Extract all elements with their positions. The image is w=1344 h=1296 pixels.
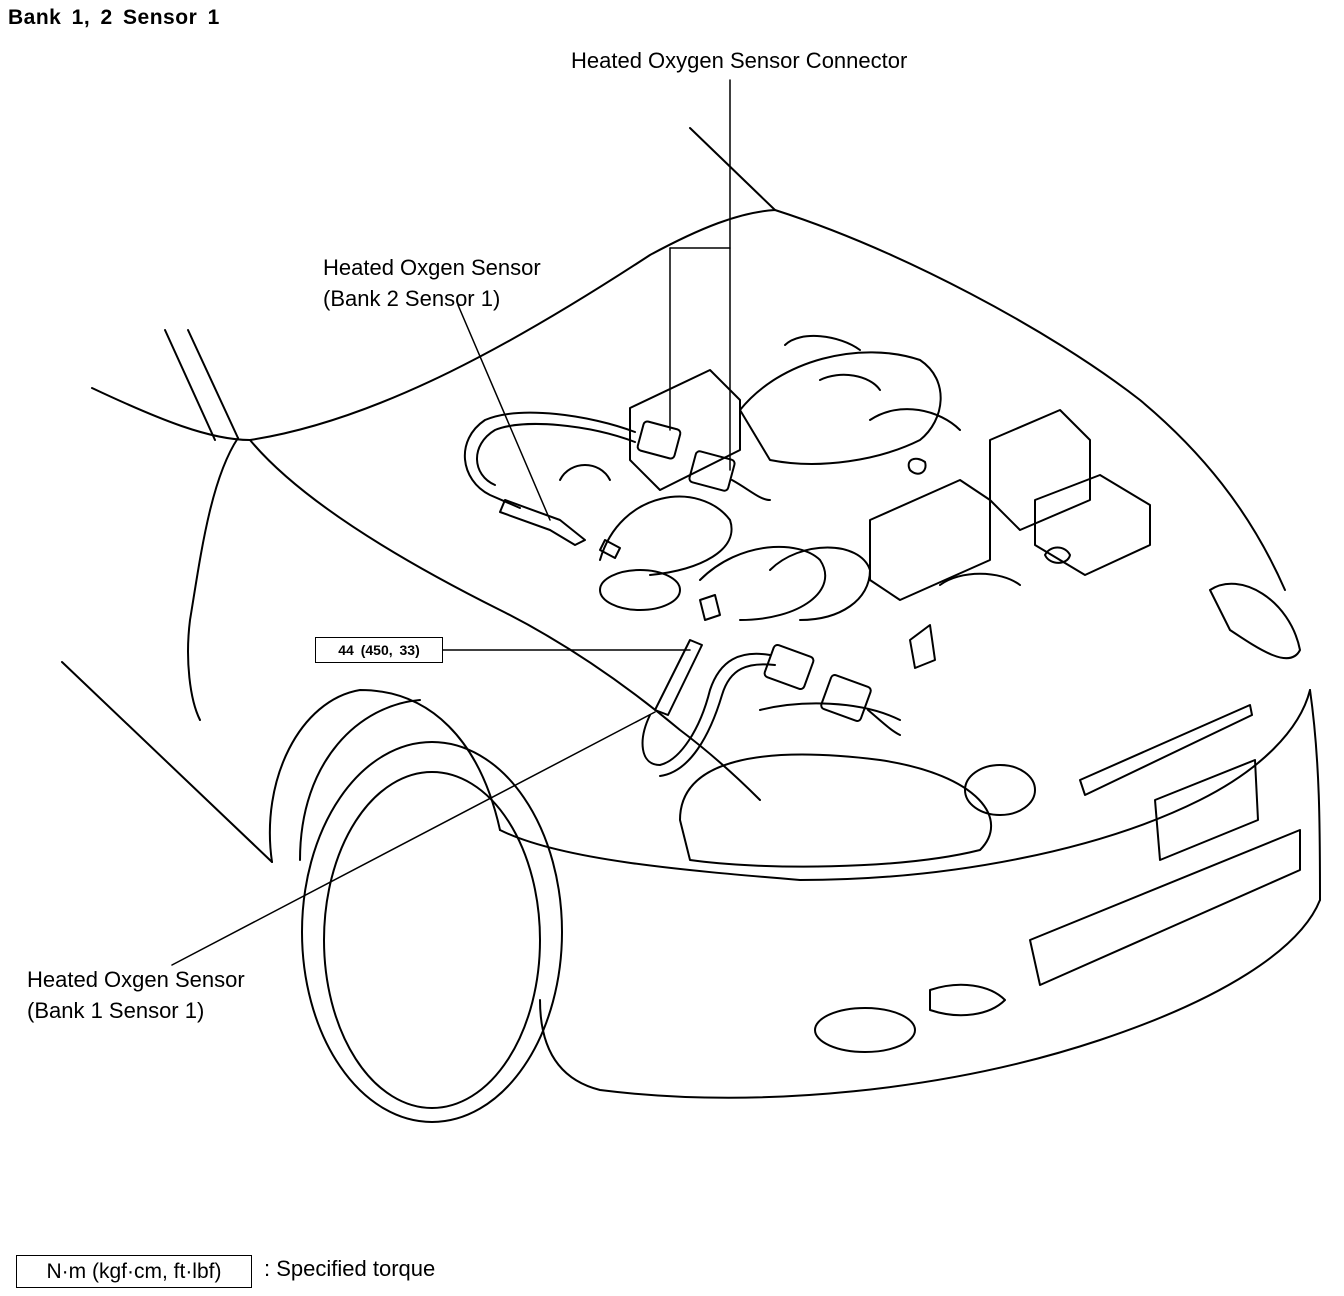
fender-outline <box>62 438 760 862</box>
bank2-sensor-harness <box>465 413 770 558</box>
label-bank1-line1: Heated Oxgen Sensor <box>27 967 245 992</box>
leader-bank1 <box>172 712 655 965</box>
engine-components <box>560 336 1150 720</box>
label-bank1-line2: (Bank 1 Sensor 1) <box>27 998 205 1023</box>
label-heated-oxygen-sensor-connector: Heated Oxygen Sensor Connector <box>571 48 908 73</box>
hood-outline <box>92 128 1285 590</box>
headlights <box>680 584 1300 867</box>
legend-description: : Specified torque <box>264 1256 436 1281</box>
label-bank2-line2: (Bank 2 Sensor 1) <box>323 286 501 311</box>
legend-unit-box: N·m (kgf·cm, ft·lbf) <box>16 1255 252 1288</box>
label-bank2-sensor: Heated Oxgen Sensor (Bank 2 Sensor 1) <box>323 252 541 314</box>
bank1-sensor-harness <box>643 595 900 776</box>
front-bumper <box>500 690 1320 1098</box>
leader-lines <box>172 80 730 965</box>
leader-bank2 <box>458 305 550 520</box>
diagram-title: Bank 1, 2 Sensor 1 <box>8 6 220 29</box>
front-wheel <box>300 700 562 1122</box>
label-bank2-line1: Heated Oxgen Sensor <box>323 255 541 280</box>
torque-spec-box: 44 (450, 33) <box>315 637 443 663</box>
label-bank1-sensor: Heated Oxgen Sensor (Bank 1 Sensor 1) <box>27 964 245 1026</box>
